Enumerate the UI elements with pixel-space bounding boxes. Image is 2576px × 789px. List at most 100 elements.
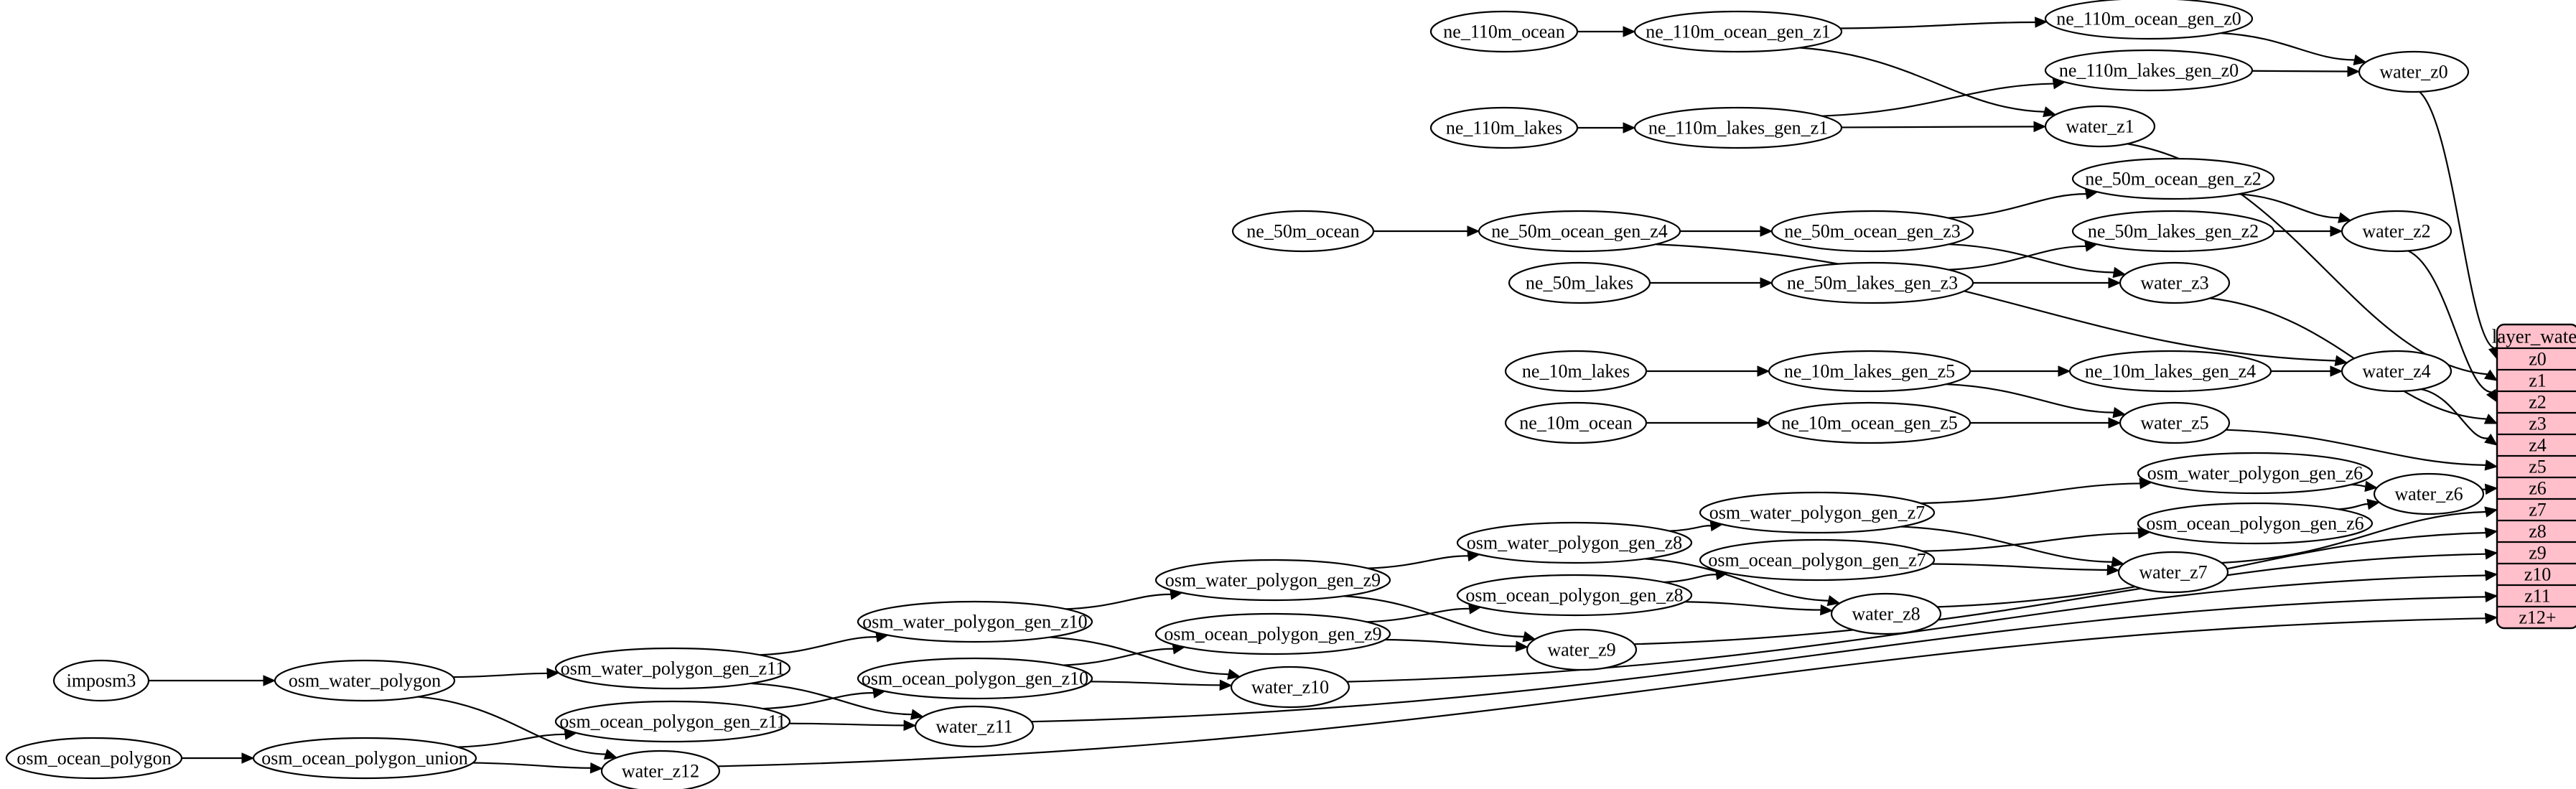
graph-edge	[717, 612, 2498, 767]
graph-edge	[1644, 558, 1841, 607]
record-row-z2[interactable]: z2	[2529, 392, 2547, 413]
graph-edge	[789, 719, 917, 732]
graph-node-water_z7[interactable]: water_z7	[2117, 551, 2229, 594]
record-row-z10[interactable]: z10	[2524, 564, 2552, 585]
record-row-z8[interactable]: z8	[2529, 521, 2547, 542]
graph-edge	[2338, 498, 2381, 510]
graph-edge	[1949, 243, 2127, 279]
graph-node-ne_10m_ocean[interactable]: ne_10m_ocean	[1504, 401, 1648, 444]
graph-edge	[1373, 225, 1480, 237]
node-label: ne_110m_ocean_gen_z0	[2056, 9, 2241, 29]
graph-edge	[762, 687, 886, 710]
record-row-z3[interactable]: z3	[2529, 414, 2547, 434]
graph-node-osm_water_polygon_gen_z11[interactable]: osm_water_polygon_gen_z11	[554, 647, 791, 690]
graph-node-imposm3[interactable]: imposm3	[52, 659, 150, 702]
graph-edge	[1680, 225, 1773, 237]
record-row-z0[interactable]: z0	[2529, 349, 2547, 370]
graph-node-water_z5[interactable]: water_z5	[2119, 401, 2231, 444]
graph-edge	[1650, 277, 1773, 289]
node-label: osm_ocean_polygon_gen_z9	[1164, 624, 1381, 645]
graph-node-ne_110m_lakes[interactable]: ne_110m_lakes	[1429, 106, 1579, 149]
graph-edge	[1921, 477, 2152, 505]
graph-edge	[2221, 506, 2498, 564]
graph-node-osm_ocean_polygon_gen_z11[interactable]: osm_ocean_polygon_gen_z11	[554, 700, 791, 743]
graph-node-osm_water_polygon_gen_z7[interactable]: osm_water_polygon_gen_z7	[1699, 491, 1936, 534]
record-row-z11[interactable]: z11	[2524, 586, 2551, 607]
graph-node-osm_water_polygon_gen_z10[interactable]: osm_water_polygon_gen_z10	[857, 600, 1093, 643]
graph-node-ne_50m_ocean_gen_z2[interactable]: ne_50m_ocean_gen_z2	[2071, 157, 2275, 200]
graph-node-osm_ocean_polygon_gen_z6[interactable]: osm_ocean_polygon_gen_z6	[2137, 502, 2374, 545]
graph-node-water_z4[interactable]: water_z4	[2341, 350, 2453, 393]
graph-edge	[2482, 483, 2498, 495]
graph-node-osm_ocean_polygon_union[interactable]: osm_ocean_polygon_union	[252, 737, 477, 780]
record-node-layer-water[interactable]: layer_waterz0z1z2z3z4z5z6z7z8z9z10z11z12…	[2492, 323, 2576, 630]
record-row-z1[interactable]: z1	[2529, 370, 2547, 391]
node-label: osm_ocean_polygon_gen_z6	[2146, 513, 2363, 534]
graph-node-water_z8[interactable]: water_z8	[1830, 592, 1942, 635]
graph-node-water_z10[interactable]: water_z10	[1230, 666, 1350, 709]
graph-node-water_z0[interactable]: water_z0	[2358, 50, 2470, 93]
node-label: water_z1	[2066, 116, 2134, 137]
node-label: osm_water_polygon	[289, 671, 441, 691]
graph-edge	[1970, 417, 2122, 429]
node-label: water_z9	[1547, 640, 1615, 660]
graph-node-water_z1[interactable]: water_z1	[2044, 105, 2156, 148]
graph-edge	[1970, 365, 2071, 377]
node-label: water_z3	[2140, 273, 2208, 294]
record-row-z9[interactable]: z9	[2529, 543, 2547, 564]
record-row-z6[interactable]: z6	[2529, 478, 2547, 499]
node-label: ne_10m_lakes_gen_z4	[2085, 361, 2256, 382]
node-label: ne_110m_lakes	[1446, 118, 1562, 139]
graph-node-osm_ocean_polygon_gen_z10[interactable]: osm_ocean_polygon_gen_z10	[857, 657, 1093, 700]
graph-node-ne_10m_lakes_gen_z4[interactable]: ne_10m_lakes_gen_z4	[2068, 350, 2272, 393]
record-row-z4[interactable]: z4	[2529, 435, 2547, 456]
graph-node-osm_water_polygon_gen_z8[interactable]: osm_water_polygon_gen_z8	[1456, 521, 1693, 564]
graph-node-ne_50m_lakes_gen_z3[interactable]: ne_50m_lakes_gen_z3	[1770, 261, 1974, 304]
graph-node-osm_ocean_polygon_gen_z7[interactable]: osm_ocean_polygon_gen_z7	[1699, 538, 1936, 582]
node-label: osm_water_polygon_gen_z6	[2147, 463, 2363, 484]
graph-node-osm_water_polygon_gen_z6[interactable]: osm_water_polygon_gen_z6	[2137, 452, 2374, 495]
graph-node-water_z9[interactable]: water_z9	[1526, 628, 1638, 671]
graph-edge	[2238, 193, 2352, 223]
record-row-z7[interactable]: z7	[2529, 500, 2547, 520]
edge-layer	[149, 17, 2499, 774]
graph-node-ne_10m_lakes[interactable]: ne_10m_lakes	[1504, 350, 1648, 393]
graph-edge	[2274, 225, 2343, 237]
graph-node-ne_110m_ocean[interactable]: ne_110m_ocean	[1429, 10, 1579, 53]
graph-edge	[182, 752, 255, 764]
graph-node-water_z11[interactable]: water_z11	[914, 705, 1035, 748]
graph-edge	[2251, 65, 2361, 78]
graph-node-ne_110m_lakes_gen_z0[interactable]: ne_110m_lakes_gen_z0	[2044, 49, 2254, 92]
graph-node-water_z2[interactable]: water_z2	[2341, 210, 2453, 253]
graph-node-ne_10m_lakes_gen_z5[interactable]: ne_10m_lakes_gen_z5	[1768, 350, 1971, 393]
node-label: osm_ocean_polygon	[17, 748, 171, 769]
graph-node-water_z6[interactable]: water_z6	[2373, 472, 2485, 515]
node-label: water_z2	[2362, 221, 2430, 242]
graph-node-ne_50m_ocean_gen_z4[interactable]: ne_50m_ocean_gen_z4	[1478, 210, 1681, 253]
graph-node-water_z3[interactable]: water_z3	[2119, 261, 2231, 304]
graph-node-osm_ocean_polygon_gen_z8[interactable]: osm_ocean_polygon_gen_z8	[1456, 574, 1693, 617]
node-label: osm_ocean_polygon_gen_z10	[862, 668, 1088, 689]
graph-edge	[1948, 188, 2099, 219]
graph-node-ne_50m_ocean_gen_z3[interactable]: ne_50m_ocean_gen_z3	[1770, 210, 1974, 253]
graph-edge	[2221, 32, 2367, 65]
graph-node-osm_ocean_polygon[interactable]: osm_ocean_polygon	[5, 737, 183, 780]
graph-node-ne_110m_lakes_gen_z1[interactable]: ne_110m_lakes_gen_z1	[1633, 106, 1843, 149]
graph-edge	[750, 682, 924, 720]
graph-node-ne_50m_ocean[interactable]: ne_50m_ocean	[1231, 210, 1375, 253]
record-row-z12+[interactable]: z12+	[2519, 607, 2556, 628]
graph-edge	[1646, 365, 1770, 377]
graph-node-ne_50m_lakes[interactable]: ne_50m_lakes	[1508, 261, 1651, 304]
node-label: osm_ocean_polygon_gen_z11	[559, 711, 785, 732]
graph-node-ne_110m_ocean_gen_z1[interactable]: ne_110m_ocean_gen_z1	[1633, 10, 1843, 53]
graph-node-water_z12[interactable]: water_z12	[600, 750, 721, 789]
graph-node-osm_water_polygon_gen_z9[interactable]: osm_water_polygon_gen_z9	[1154, 559, 1391, 602]
graph-edge	[1385, 638, 1529, 653]
graph-edge	[1577, 26, 1636, 37]
graph-node-ne_50m_lakes_gen_z2[interactable]: ne_50m_lakes_gen_z2	[2071, 210, 2275, 253]
record-row-z5[interactable]: z5	[2529, 457, 2547, 477]
graph-node-osm_water_polygon[interactable]: osm_water_polygon	[274, 659, 456, 702]
graph-node-ne_110m_ocean_gen_z0[interactable]: ne_110m_ocean_gen_z0	[2044, 0, 2254, 40]
graph-node-osm_ocean_polygon_gen_z9[interactable]: osm_ocean_polygon_gen_z9	[1154, 612, 1391, 655]
graph-node-ne_10m_ocean_gen_z5[interactable]: ne_10m_ocean_gen_z5	[1768, 401, 1971, 444]
